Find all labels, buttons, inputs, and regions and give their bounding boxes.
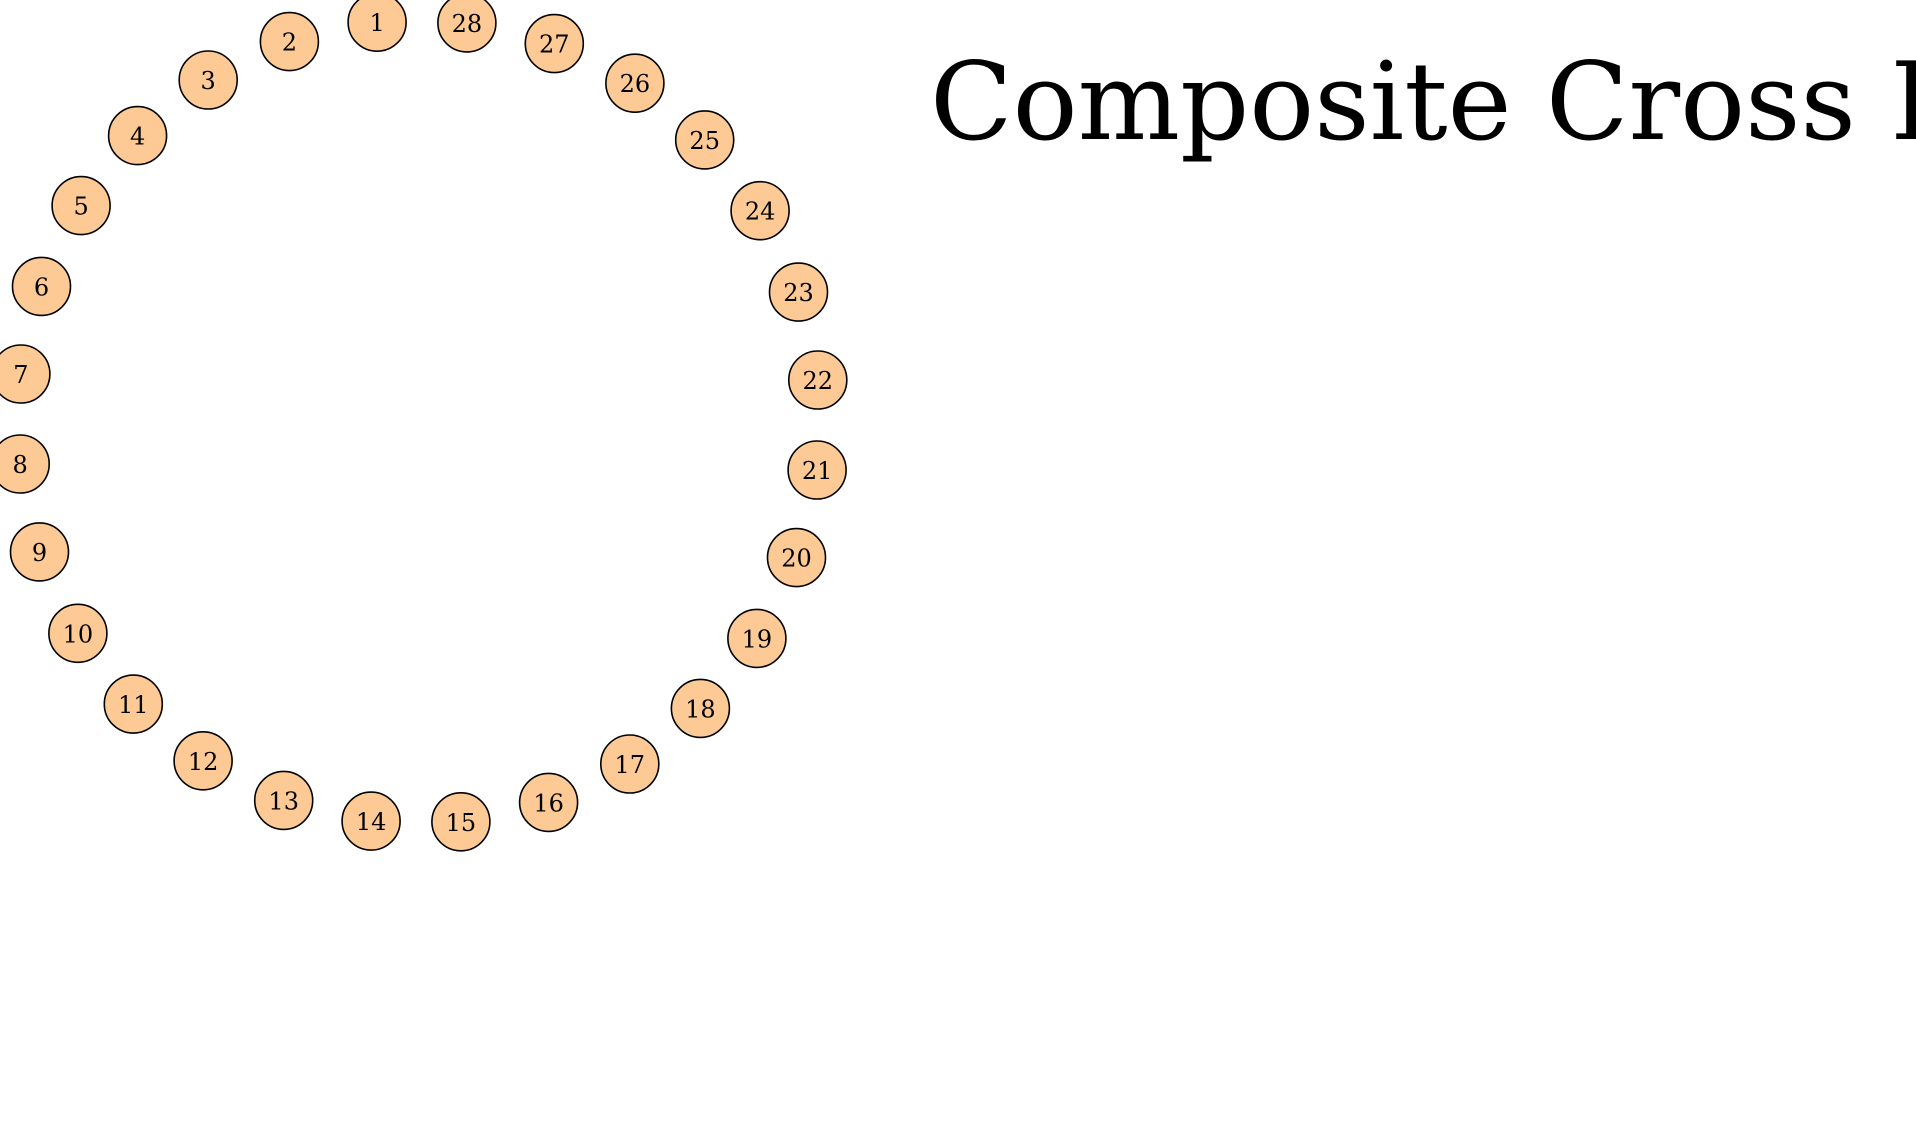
node-6: 6 (11, 256, 72, 317)
node-10: 10 (48, 603, 108, 664)
node-circle (347, 0, 407, 52)
node-26: 26 (605, 53, 665, 113)
node-circle (341, 791, 401, 851)
node-label: 21 (802, 457, 833, 485)
node-circle (768, 262, 829, 322)
node-label: 2 (282, 29, 297, 57)
node-label: 22 (803, 367, 834, 395)
node-5: 5 (51, 175, 111, 236)
node-label: 24 (745, 198, 776, 226)
node-circle (605, 53, 665, 113)
node-13: 13 (253, 770, 314, 831)
node-label: 7 (13, 361, 28, 389)
node-label: 18 (685, 695, 716, 723)
node-circle (0, 344, 51, 404)
node-label: 25 (689, 127, 720, 155)
node-circle (787, 440, 847, 500)
node-label: 5 (73, 193, 88, 221)
node-23: 23 (768, 262, 829, 322)
node-16: 16 (518, 772, 579, 833)
node-24: 24 (730, 180, 790, 241)
node-circle (173, 730, 233, 791)
node-label: 15 (446, 809, 477, 837)
node-circle (11, 256, 72, 317)
node-circle (670, 678, 731, 739)
node-12: 12 (173, 730, 233, 791)
node-circle (787, 350, 848, 410)
node-28: 28 (437, 0, 497, 53)
node-8: 8 (0, 434, 50, 494)
node-label: 16 (533, 789, 564, 817)
node-9: 9 (9, 522, 70, 582)
node-label: 14 (356, 808, 387, 836)
node-label: 17 (615, 751, 646, 779)
node-label: 27 (539, 31, 570, 59)
node-circle (178, 50, 238, 110)
node-label: 1 (369, 9, 384, 37)
node-circle (524, 13, 585, 74)
node-circle (431, 791, 491, 852)
node-circle (51, 175, 111, 236)
node-18: 18 (670, 678, 731, 739)
node-25: 25 (674, 110, 735, 170)
node-11: 11 (103, 674, 164, 734)
node-circle (48, 603, 108, 664)
node-15: 15 (431, 791, 491, 852)
node-20: 20 (766, 527, 827, 588)
node-7: 7 (0, 344, 51, 404)
node-circle (253, 770, 314, 831)
node-label: 26 (620, 70, 651, 98)
node-4: 4 (107, 105, 168, 166)
node-label: 4 (130, 123, 145, 151)
node-27: 27 (524, 13, 585, 74)
node-3: 3 (178, 50, 238, 110)
node-label: 19 (742, 625, 773, 653)
node-circle (437, 0, 497, 53)
node-17: 17 (599, 734, 660, 794)
node-circle (730, 180, 790, 241)
node-19: 19 (727, 608, 787, 669)
node-21: 21 (787, 440, 847, 500)
node-label: 23 (783, 279, 814, 307)
node-circle (518, 772, 579, 833)
node-label: 10 (63, 620, 94, 648)
node-label: 8 (13, 451, 28, 479)
node-label: 11 (118, 691, 149, 719)
node-1: 1 (347, 0, 407, 52)
node-22: 22 (787, 350, 848, 410)
node-14: 14 (341, 791, 401, 851)
node-label: 28 (452, 10, 483, 38)
node-label: 6 (34, 273, 49, 301)
node-label: 9 (32, 539, 47, 567)
node-circle (727, 608, 787, 669)
node-circle (0, 434, 50, 494)
node-circle (766, 527, 827, 588)
node-circle (259, 11, 320, 72)
node-circle (674, 110, 735, 170)
node-label: 3 (201, 67, 216, 95)
node-circle (9, 522, 70, 582)
node-label: 13 (268, 787, 299, 815)
node-circle (103, 674, 164, 734)
diagram-title: Composite Cross II (930, 40, 1916, 165)
node-label: 12 (188, 748, 219, 776)
node-circle (599, 734, 660, 794)
node-label: 20 (781, 545, 812, 573)
node-circle (107, 105, 168, 166)
node-2: 2 (259, 11, 320, 72)
